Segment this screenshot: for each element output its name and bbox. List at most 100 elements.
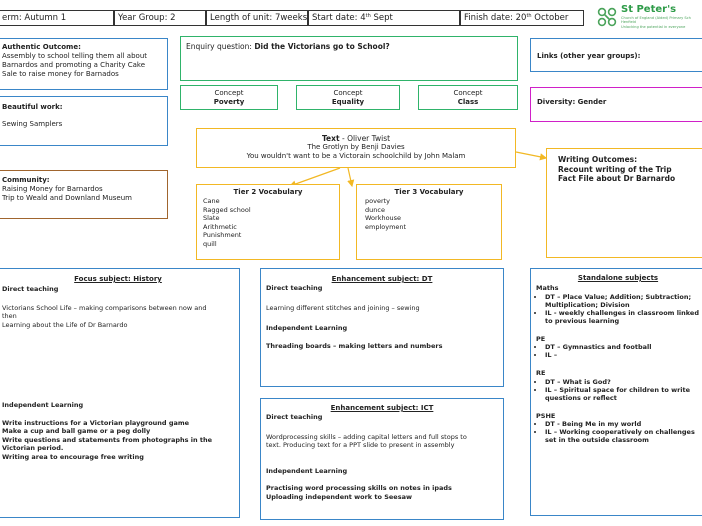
tier2-box: Tier 2 Vocabulary Cane Ragged school Sla… (196, 184, 340, 260)
focus-direct-line: Learning about the Life of Dr Barnardo (2, 320, 128, 329)
list-item: IL – Spiritual space for children to wri… (545, 386, 702, 402)
concept-value: Class (457, 98, 479, 106)
diversity-title: Diversity: Gender (537, 98, 607, 106)
standalone-title: Standalone subjects (577, 274, 659, 282)
community-line: Trip to Weald and Downland Museum (2, 194, 132, 202)
ict-independent-line: Uploading independent work to Seesaw (266, 492, 412, 501)
tier3-box: Tier 3 Vocabulary poverty dunce Workhous… (356, 184, 502, 260)
year-group-cell: Year Group: 2 (114, 10, 206, 26)
tier3-word: Workhouse (365, 214, 402, 222)
school-logo-icon (597, 7, 617, 27)
term-text: erm: Autumn 1 (2, 13, 67, 23)
focus-independent-heading: Independent Learning (2, 401, 84, 409)
tier3-word: poverty (365, 197, 391, 205)
diversity-box: Diversity: Gender (530, 87, 702, 122)
focus-independent-line: Write instructions for a Victorian playg… (2, 418, 190, 427)
ict-independent-line: Practising word processing skills on not… (266, 484, 452, 492)
text-line: You wouldn't want to be a Victorain scho… (246, 152, 466, 160)
ict-direct-heading: Direct teaching (266, 413, 323, 421)
community-line: Raising Money for Barnardos (2, 185, 103, 193)
list-item: IL - weekly challenges in classroom link… (545, 309, 702, 325)
focus-direct-heading: Direct teaching (2, 285, 59, 293)
concept-value: Equality (331, 98, 365, 106)
text-line: The Grotlyn by Benji Davies (307, 143, 405, 151)
authentic-line: Assembly to school telling them all abou… (2, 52, 148, 60)
authentic-outcome-box: Authentic Outcome: Assembly to school te… (0, 38, 168, 90)
focus-direct-line: Victorians School Life – making comparis… (2, 303, 207, 312)
tier3-title: Tier 3 Vocabulary (394, 188, 464, 196)
concept-poverty-box: Concept Poverty (180, 85, 278, 110)
standalone-subjects-box: Standalone subjects Maths DT – Place Val… (530, 268, 702, 516)
tier2-title: Tier 2 Vocabulary (233, 188, 303, 196)
arrow-to-writing (515, 151, 548, 161)
concept-label: Concept (214, 89, 244, 97)
writing-line: Writing Outcomes: (558, 155, 638, 164)
focus-independent-line: Make a cup and ball game or a peg dolly (2, 427, 151, 435)
dt-title: Enhancement subject: DT (331, 275, 433, 283)
dt-independent-heading: Independent Learning (266, 324, 348, 332)
tier3-word: employment (365, 222, 407, 231)
pe-heading: PE (536, 334, 546, 343)
school-logo: St Peter's Church of England (Aided) Pri… (596, 2, 702, 34)
tier2-word: Arithmetic (203, 222, 237, 231)
writing-line: Fact File about Dr Barnardo (558, 174, 676, 183)
maths-heading: Maths (536, 284, 559, 292)
writing-outcomes-box: Writing Outcomes: Recount writing of the… (546, 148, 702, 258)
year-group-text: Year Group: 2 (118, 13, 176, 23)
finish-date-text: Finish date: 20th October (464, 13, 569, 23)
unit-length-text: Length of unit: 7weeks (210, 13, 308, 23)
ict-title: Enhancement subject: ICT (330, 404, 434, 412)
authentic-line: Barnardos and promoting a Charity Cake (2, 61, 146, 69)
logo-title: St Peter's (621, 4, 677, 15)
concept-class-box: Concept Class (418, 85, 518, 110)
logo-subtitle: Church of England (Aided) Primary Sch He… (621, 16, 691, 29)
text-title: Text - Oliver Twist (321, 134, 391, 143)
concept-equality-box: Concept Equality (296, 85, 400, 110)
list-item: DT – Place Value; Addition; Subtraction;… (545, 293, 702, 309)
dt-direct-heading: Direct teaching (266, 284, 323, 292)
re-list: DT – What is God? IL – Spiritual space f… (536, 378, 702, 402)
concept-label: Concept (453, 89, 483, 97)
authentic-line: Sale to raise money for Barnados (2, 70, 119, 78)
dt-independent-text: Threading boards – making letters and nu… (266, 341, 443, 350)
finish-date-cell: Finish date: 20th October (460, 10, 584, 26)
list-item: IL – (545, 351, 702, 359)
enquiry-question: Enquiry question: Did the Victorians go … (186, 42, 390, 51)
unit-length-cell: Length of unit: 7weeks (206, 10, 308, 26)
arrow-to-tier2 (288, 167, 341, 188)
concept-value: Poverty (213, 98, 245, 106)
tier2-word: Cane (203, 197, 220, 205)
ict-direct-line: Wordprocessing skills – adding capital l… (266, 432, 467, 441)
text-box: Text - Oliver Twist The Grotlyn by Benji… (196, 128, 516, 168)
start-date-cell: Start date: 4th Sept (308, 10, 460, 26)
focus-independent-line: Writing area to encourage free writing (2, 452, 144, 461)
arrow-to-tier3 (347, 167, 355, 188)
tier2-word: Punishment (203, 231, 242, 239)
tier3-word: dunce (365, 205, 385, 214)
beautiful-work-text: Sewing Samplers (2, 120, 63, 128)
focus-independent-line: Victorian period. (2, 444, 64, 452)
list-item: DT – What is God? (545, 378, 702, 386)
enquiry-question-box: Enquiry question: Did the Victorians go … (180, 36, 518, 81)
focus-subject-box: Focus subject: History Direct teaching V… (0, 268, 240, 518)
tier2-word: Ragged school (203, 205, 251, 214)
focus-direct-line: then (2, 312, 17, 320)
pshe-list: DT - Being Me in my world IL – Working c… (536, 420, 702, 444)
list-item: IL – Working cooperatively on challenges… (545, 428, 702, 444)
community-title: Community: (2, 176, 50, 184)
start-date-text: Start date: 4th Sept (312, 13, 393, 23)
focus-subject-title: Focus subject: History (74, 275, 162, 283)
ict-direct-line: text. Producing text for a PPT slide to … (266, 441, 455, 449)
pe-list: DT – Gymnastics and football IL – (536, 343, 702, 359)
enhancement-ict-box: Enhancement subject: ICT Direct teaching… (260, 398, 504, 520)
pshe-heading: PSHE (536, 411, 556, 420)
list-item: DT - Being Me in my world (545, 420, 702, 428)
focus-independent-line: Write questions and statements from phot… (2, 435, 213, 444)
re-heading: RE (536, 369, 546, 377)
tier2-word: Slate (203, 214, 220, 222)
beautiful-work-box: Beautiful work: Sewing Samplers (0, 96, 168, 146)
writing-line: Recount writing of the Trip (558, 164, 672, 174)
list-item: DT – Gymnastics and football (545, 343, 702, 351)
ict-independent-heading: Independent Learning (266, 466, 348, 475)
